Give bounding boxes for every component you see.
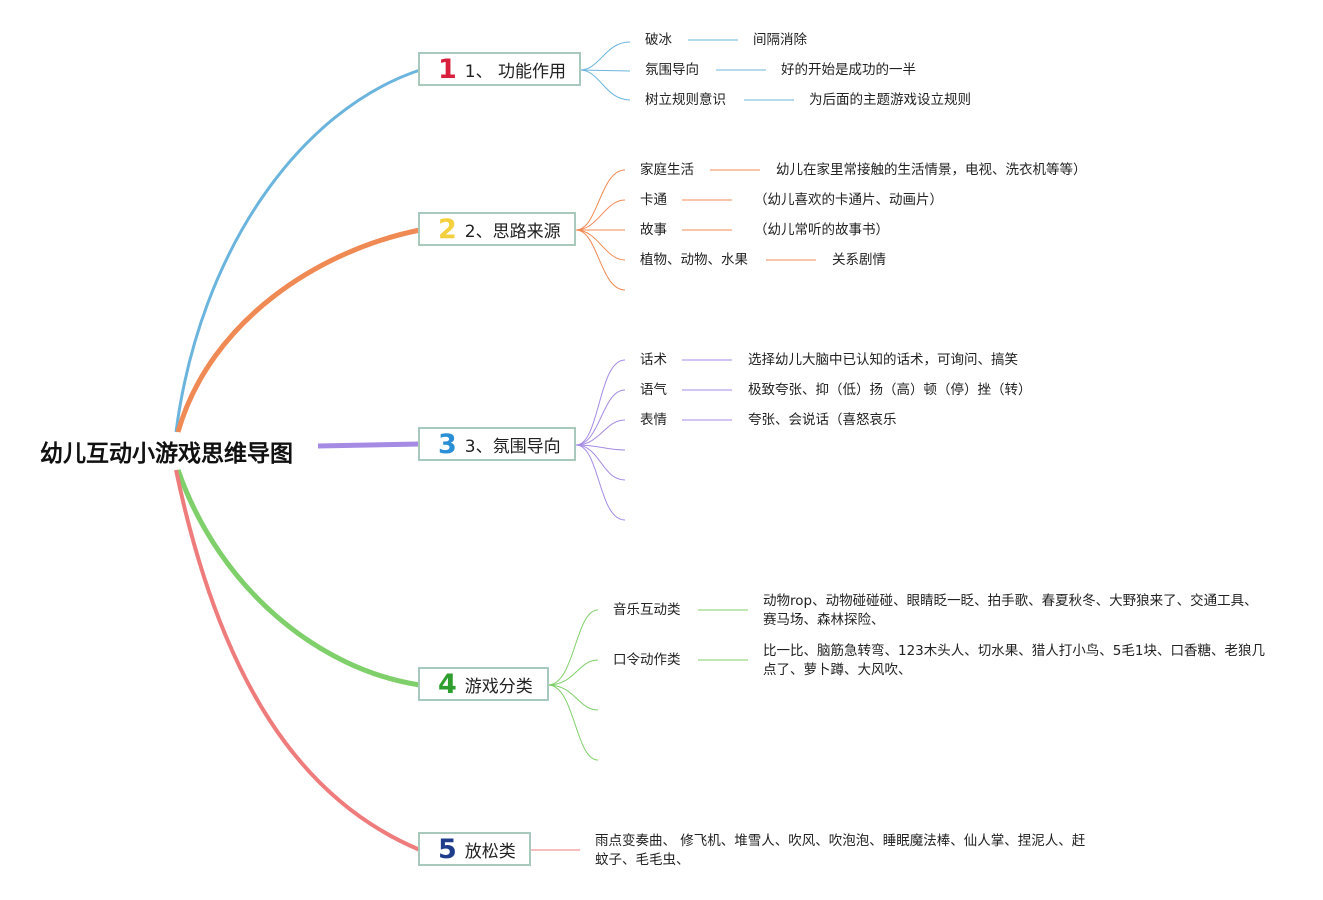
topic-function[interactable]: 1 1、 功能作用	[418, 52, 581, 86]
leaf-value: 比一比、脑筋急转弯、123木头人、切水果、猎人打小鸟、5毛1块、口香糖、老狼几点…	[763, 643, 1265, 678]
topic-atmosphere[interactable]: 3 3、氛围导向	[418, 427, 576, 461]
topic-relax[interactable]: 5 放松类	[418, 832, 531, 866]
number-4-icon: 4	[438, 668, 457, 700]
branch-line-2	[175, 227, 421, 433]
leaf-key: 破冰	[645, 32, 672, 48]
leaf-value: 夸张、会说话（喜怒哀乐	[748, 412, 897, 428]
leaf-key: 植物、动物、水果	[640, 252, 748, 268]
leaf-value: 幼儿在家里常接触的生活情景，电视、洗衣机等等）	[776, 162, 1087, 178]
leaf-key: 故事	[640, 222, 667, 238]
number-1-icon: 1	[438, 53, 457, 85]
branch-line-4	[175, 469, 421, 688]
leaf-key: 话术	[640, 352, 667, 368]
leaf-value: 选择幼儿大脑中已认知的话术，可询问、搞笑	[748, 352, 1018, 368]
topic-game-types[interactable]: 4 游戏分类	[418, 667, 549, 701]
leaf-key: 音乐互动类	[613, 602, 681, 618]
leaf-value: （幼儿常听的故事书）	[754, 222, 889, 238]
leaf-key: 氛围导向	[645, 62, 699, 78]
root-title: 幼儿互动小游戏思维导图	[40, 441, 293, 467]
leaf-key: 家庭生活	[640, 162, 694, 178]
number-5-icon: 5	[438, 833, 457, 865]
number-3-icon: 3	[438, 428, 457, 460]
leaf-key: 语气	[640, 382, 667, 398]
topic-label: 3、氛围导向	[464, 436, 561, 457]
leaf-key: 口令动作类	[613, 652, 681, 668]
leaf-value: 极致夸张、抑（低）扬（高）顿（停）挫（转）	[748, 382, 1032, 398]
branch-line-3	[317, 441, 421, 449]
leaf-key: 树立规则意识	[645, 92, 726, 108]
leaf-value: 好的开始是成功的一半	[781, 62, 916, 78]
leaf-value: 为后面的主题游戏设立规则	[809, 92, 971, 108]
leaf-value: 关系剧情	[832, 252, 886, 268]
topic-label: 游戏分类	[464, 676, 533, 697]
topic-label: 放松类	[464, 841, 516, 862]
number-2-icon: 2	[438, 213, 457, 245]
topic-label: 1、 功能作用	[464, 61, 567, 82]
leaf-key: 表情	[640, 412, 667, 428]
leaf-value: 间隔消除	[753, 32, 807, 48]
branch-line-5	[174, 469, 421, 852]
topic-label: 2、思路来源	[464, 221, 561, 242]
branch-line-1	[174, 68, 421, 433]
leaf-key: 卡通	[640, 192, 667, 208]
leaf-value: （幼儿喜欢的卡通片、动画片）	[754, 192, 943, 208]
leaf-value: 雨点变奏曲、 修飞机、堆雪人、吹风、吹泡泡、睡眠魔法棒、仙人掌、捏泥人、赶蚊子、…	[595, 833, 1086, 868]
leaf-value: 动物rop、动物碰碰碰、眼睛眨一眨、拍手歌、春夏秋冬、大野狼来了、交通工具、赛马…	[763, 593, 1258, 628]
topic-idea-source[interactable]: 2 2、思路来源	[418, 212, 576, 246]
